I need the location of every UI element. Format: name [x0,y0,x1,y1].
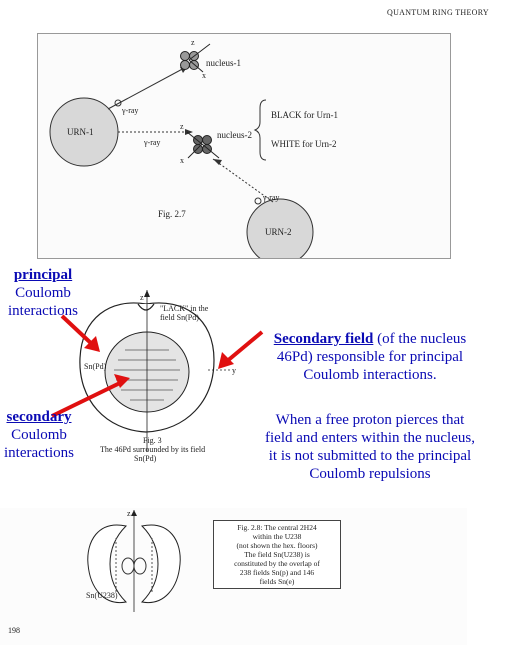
gamma-ray-3-arrow [213,159,222,165]
proton-pierce-explanation: When a free proton pierces that field an… [236,411,504,483]
secondary-coulomb-label: secondary Coulomb interactions [4,408,74,462]
secondary-word: secondary [6,409,72,425]
page-number: 198 [8,626,20,635]
white-for-urn-2: WHITE for Urn-2 [271,139,337,149]
secondary-field-rest-1: (of the nucleus [377,331,467,347]
right-lobe [140,524,181,604]
pierce-line-2: field and enters within the nucleus, [265,430,475,446]
black-for-urn-1: BLACK for Urn-1 [271,110,338,120]
pierce-line-4: Coulomb repulsions [309,466,431,482]
urn-2-circle [246,198,314,258]
fig28-axis-z-arrow [131,510,137,516]
gamma-ray-1-label: γ-ray [122,106,139,115]
gamma-ray-3-label: γ-ray [263,193,280,202]
brace [253,99,267,161]
fig3-caption-line2: Sn(Pd) [134,454,157,463]
fig28-axis-z-label: z [127,509,131,518]
fig28-line-2: within the U238 [252,532,302,541]
lack-label-2: field Sn(Pd) [160,313,199,322]
secondary-field-line-1: Secondary field (of the nucleus [236,330,504,348]
principal-word: principal [13,267,73,283]
axis-z-label-2: z [180,122,184,131]
pierce-line-1: When a free proton pierces that [275,412,465,428]
secondary-field-line-3: Coulomb interactions. [303,367,437,383]
principal-line-2: Coulomb [15,285,71,301]
principal-arrow [60,314,96,348]
principal-line-3: interactions [8,303,78,319]
principal-arrow-head [84,336,100,352]
fig3-axis-y-label: y [232,366,236,375]
fig28-line-3: (not shown the hex. floors) [236,541,318,550]
axis-x-label: x [202,71,206,80]
running-header: QUANTUM RING THEORY [387,8,489,17]
axis-x-label-2: x [180,156,184,165]
left-lobe [87,524,128,604]
fig28-line-7: fields Sn(e) [259,577,295,586]
gamma-ray-2-arrow [185,129,193,135]
central-2h24-left [121,557,135,575]
figure-2-7-drawing [49,43,314,258]
pierce-line-3: it is not submitted to the principal [268,448,472,464]
snu238-label: Sn(U238) [86,591,118,600]
urn-1-label: URN-1 [67,127,94,137]
secondary-line-2: Coulomb [11,427,67,443]
gamma-ray-1-source [114,99,122,107]
principal-coulomb-label: principal Coulomb interactions [8,266,78,320]
lack-cusp [137,303,155,311]
fig3-axis-z-label: z [140,293,144,302]
figure-2-8-drawing [87,510,181,612]
nucleus-1-graphic [180,43,211,73]
gamma-ray-3-line [212,158,274,203]
secondary-field-explanation: Secondary field (of the nucleus 46Pd) re… [236,330,504,384]
figure-2-7-caption: Fig. 2.7 [158,209,186,219]
lack-label-1: "LACK" in the [160,304,209,313]
fig28-line-4: The field Sn(U238) is [244,550,310,559]
fig3-caption-line1: The 46Pd surrounded by its field [100,445,206,454]
nucleus-2-label: nucleus-2 [217,130,252,140]
secondary-line-3: interactions [4,445,74,461]
figure-2-8-caption-box: Fig. 2.8: The central 2H24 within the U2… [213,520,341,589]
central-2h24-right [133,557,147,575]
fig28-line-5: constituted by the overlap of [234,559,320,568]
fig28-line-6: 238 fields Sn(p) and 146 [239,568,315,577]
secondary-arrow-head [114,374,130,388]
gamma-ray-3-source [254,197,262,205]
fig28-line-1: Fig. 2.8: The central 2H24 [237,523,317,532]
secondary-field-bold: Secondary field [273,331,374,347]
secondary-field-arrow-head [218,352,234,369]
secondary-arrow [51,380,123,418]
fig3-caption: Fig. 3 [143,436,162,445]
urn-2-label: URN-2 [265,227,292,237]
secondary-field-arrow [224,330,264,364]
axis-z-label: z [191,38,195,47]
nucleus-1-label: nucleus-1 [206,58,241,68]
figure-2-7: z nucleus-1 x γ-ray URN-1 γ-ray z nucleu… [37,33,451,259]
gamma-ray-2-label: γ-ray [144,138,161,147]
figure-3-drawing [51,290,264,452]
snpd-label: Sn(Pd) [84,362,107,371]
axis-z-arrow [144,290,150,297]
secondary-field-line-2: 46Pd) responsible for principal [276,349,464,365]
gamma-ray-1-line [107,65,189,110]
nucleus-2-graphic [186,131,220,159]
